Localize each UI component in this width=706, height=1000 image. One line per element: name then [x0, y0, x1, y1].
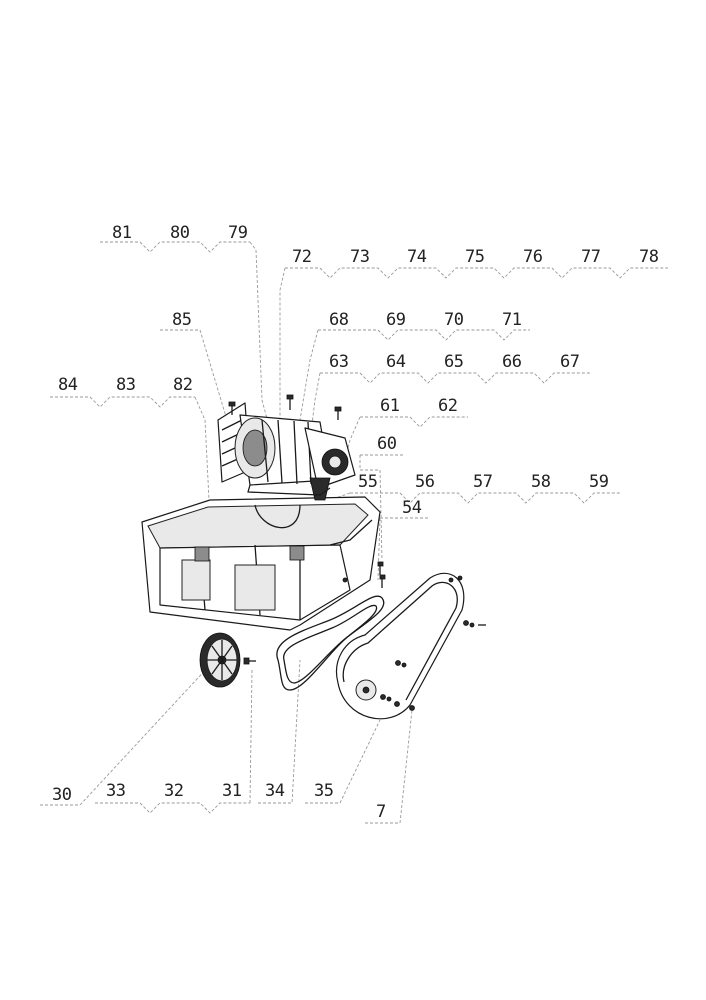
- part-label: 75: [465, 247, 484, 267]
- part-label: 60: [377, 434, 397, 454]
- part-label: 57: [473, 472, 492, 492]
- part-label: 64: [386, 352, 406, 372]
- part-label: 31: [222, 781, 242, 801]
- part-label: 71: [502, 310, 522, 330]
- part-label: 30: [52, 785, 72, 805]
- leader-lines: [40, 241, 668, 824]
- motor-screws: [228, 394, 342, 420]
- part-label: 34: [265, 781, 285, 801]
- gear-housing: [141, 496, 381, 631]
- part-label: 55: [358, 472, 377, 492]
- part-label: 72: [292, 247, 311, 267]
- part-label: 78: [639, 247, 659, 267]
- part-label: 32: [164, 781, 183, 801]
- part-label: 76: [523, 247, 543, 267]
- part-label: 66: [502, 352, 522, 372]
- part-label: 33: [106, 781, 125, 801]
- part-label: 77: [581, 247, 600, 267]
- part-label: 54: [402, 498, 422, 518]
- part-label: 74: [407, 247, 427, 267]
- part-label: 62: [438, 396, 457, 416]
- part-label: 56: [415, 472, 435, 492]
- part-label: 82: [173, 375, 192, 395]
- part-label: 68: [329, 310, 349, 330]
- motor-assembly: [217, 394, 356, 501]
- part-label: 58: [531, 472, 551, 492]
- part-label: 35: [314, 781, 333, 801]
- part-label: 83: [116, 375, 135, 395]
- part-label: 84: [58, 375, 78, 395]
- drive-belt: [276, 595, 385, 691]
- part-label: 79: [228, 223, 248, 243]
- cover-screws: [380, 575, 486, 711]
- pulley-wheel: [199, 632, 256, 688]
- part-label: 65: [444, 352, 463, 372]
- part-label: 63: [329, 352, 348, 372]
- part-label: 73: [350, 247, 369, 267]
- part-label: 7: [376, 802, 386, 822]
- part-label: 81: [112, 223, 132, 243]
- part-label: 69: [386, 310, 406, 330]
- part-label: 61: [380, 396, 400, 416]
- part-label: 85: [172, 310, 191, 330]
- part-label: 59: [589, 472, 609, 492]
- part-label: 80: [170, 223, 190, 243]
- part-label: 67: [560, 352, 579, 372]
- belt-cover: [336, 561, 486, 720]
- part-label: 70: [444, 310, 464, 330]
- loose-screws: [377, 561, 386, 588]
- part-number-labels: 81 80 79 72 73 74 75 76 77 78 85 68 69 7…: [52, 223, 659, 822]
